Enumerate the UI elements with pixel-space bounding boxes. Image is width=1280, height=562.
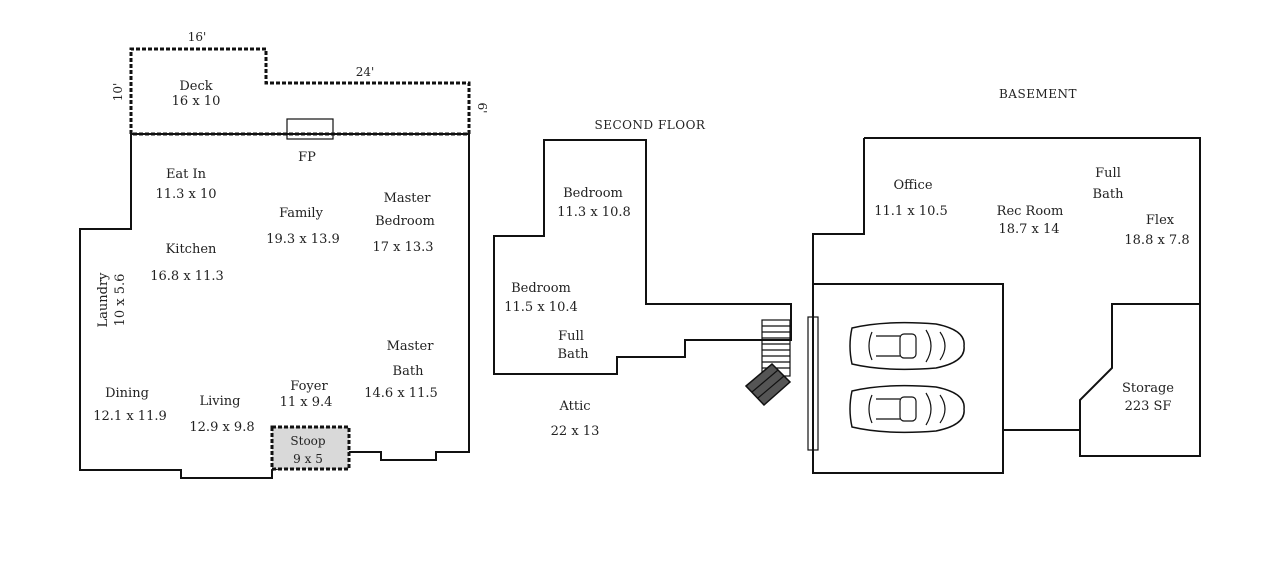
deck-dim-left: 10' (111, 83, 125, 102)
deck-dim-right-short: 6' (475, 103, 489, 114)
attic-size: 22 x 13 (551, 424, 600, 439)
flex-size: 18.8 x 7.8 (1124, 233, 1189, 248)
master-bedroom-label-1: Master (384, 191, 432, 206)
basement-full-bath-label-1: Full (1095, 166, 1121, 181)
foyer-label: Foyer (290, 379, 328, 394)
fireplace-label: FP (298, 150, 316, 165)
bedroom-2-size: 11.5 x 10.4 (504, 300, 578, 315)
second-floor-title: SECOND FLOOR (595, 118, 706, 132)
car-bottom (849, 384, 965, 434)
deck-size: 16 x 10 (172, 94, 221, 109)
basement-title: BASEMENT (999, 87, 1077, 101)
stoop-size: 9 x 5 (293, 452, 323, 466)
second-full-bath-label-1: Full (558, 329, 584, 344)
master-bath-label-2: Bath (393, 364, 425, 379)
dining-label: Dining (105, 386, 149, 401)
dining-size: 12.1 x 11.9 (93, 409, 167, 424)
storage-size: 223 SF (1125, 399, 1172, 414)
deck-label: Deck (179, 79, 212, 94)
second-floor (493, 139, 792, 407)
main-floor (79, 47, 471, 479)
deck-dim-right-long: 24' (356, 65, 375, 79)
eat-in-label: Eat In (166, 167, 207, 182)
eat-in-size: 11.3 x 10 (155, 187, 216, 202)
family-size: 19.3 x 13.9 (266, 232, 340, 247)
laundry-size: 10 x 5.6 (113, 274, 128, 327)
office-label: Office (893, 178, 932, 193)
kitchen-size: 16.8 x 11.3 (150, 269, 224, 284)
master-bedroom-size: 17 x 13.3 (372, 240, 433, 255)
second-full-bath-label-2: Bath (558, 347, 590, 362)
car-top (849, 321, 965, 371)
garage-outline (812, 283, 1004, 474)
storage-label: Storage (1122, 381, 1174, 396)
flex-label: Flex (1146, 213, 1175, 228)
attic-label: Attic (558, 399, 590, 414)
garage-door (807, 316, 819, 451)
bedroom-1-size: 11.3 x 10.8 (557, 205, 631, 220)
basement-full-bath-label-2: Bath (1093, 187, 1125, 202)
rec-room-label: Rec Room (997, 204, 1064, 219)
living-label: Living (200, 394, 241, 409)
basement-walls (864, 137, 1201, 457)
master-bath-size: 14.6 x 11.5 (364, 386, 438, 401)
master-bath-label-1: Master (387, 339, 435, 354)
master-bedroom-label-2: Bedroom (375, 214, 435, 229)
rec-room-size: 18.7 x 14 (998, 222, 1059, 237)
stoop-label: Stoop (290, 434, 325, 448)
living-size: 12.9 x 9.8 (189, 420, 254, 435)
second-floor-walls (493, 139, 792, 375)
office-size: 11.1 x 10.5 (874, 204, 948, 219)
stoop-outline (270, 425, 351, 471)
bedroom-1-label: Bedroom (563, 186, 623, 201)
deck-dim-top: 16' (188, 30, 207, 44)
foyer-size: 11 x 9.4 (280, 395, 333, 410)
family-label: Family (279, 206, 324, 221)
stairs-symbol (744, 319, 792, 407)
laundry-label: Laundry (96, 272, 111, 328)
bedroom-2-label: Bedroom (511, 281, 571, 296)
fireplace-symbol (286, 118, 334, 140)
basement (807, 137, 1201, 474)
kitchen-label: Kitchen (166, 242, 217, 257)
